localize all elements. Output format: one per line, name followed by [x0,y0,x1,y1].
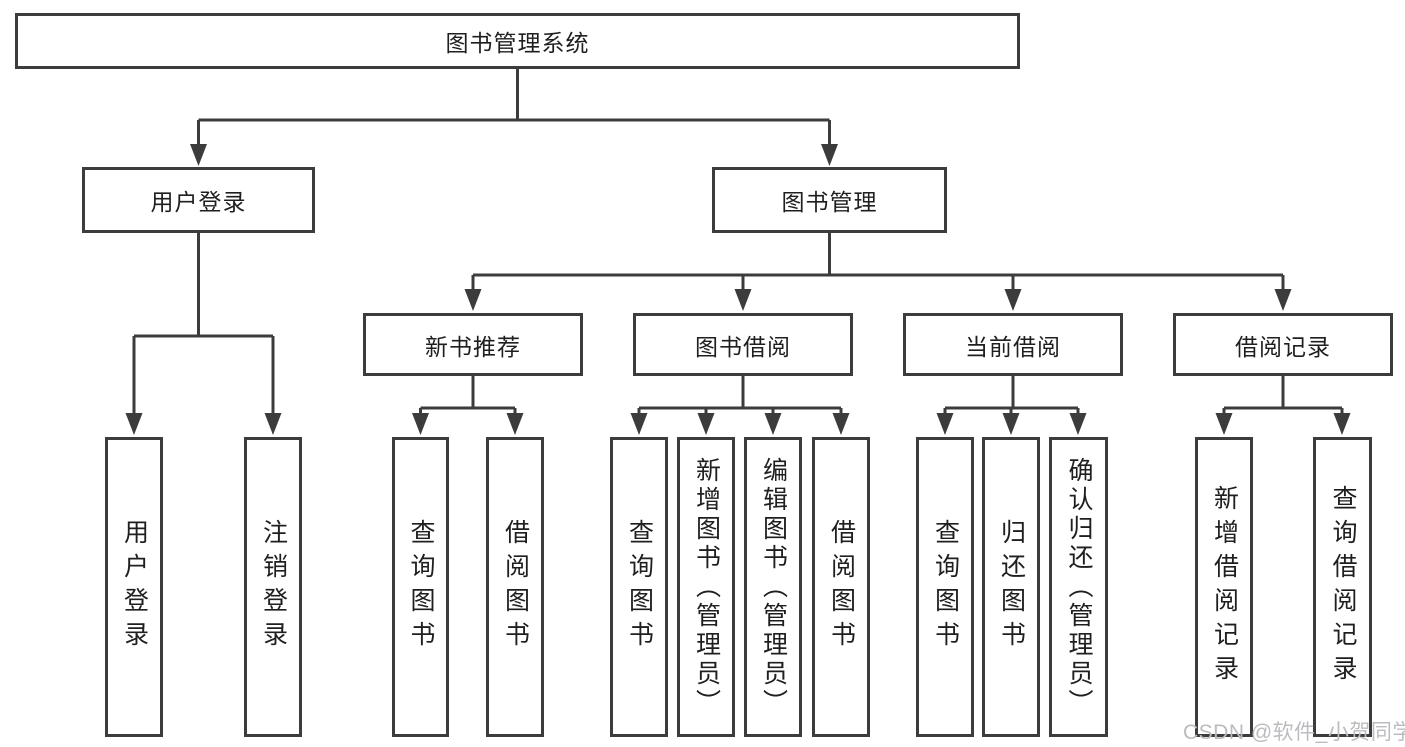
leaf-cb-query-books: 查询图书 [916,437,974,737]
connector-current-borrow-children [936,376,1087,435]
connector-root-to-level2 [190,68,838,166]
csdn-watermark: CSDN @软件_小贺同学 [1183,721,1405,744]
node-new-book-recommend: 新书推荐 [363,313,583,376]
node-book-management: 图书管理 [712,167,947,233]
connector-user-login-children [125,233,282,435]
leaf-cb-return-books: 归还图书 [982,437,1040,737]
node-borrow-records: 借阅记录 [1173,313,1393,376]
leaf-nbr-query-books: 查询图书 [392,437,449,737]
leaf-bb-edit-books-admin: 编辑图书（管理员） [744,437,802,737]
leaf-nbr-borrow-books: 借阅图书 [486,437,544,737]
node-book-borrow: 图书借阅 [633,313,853,376]
connector-book-mgmt-to-level3 [464,233,1292,311]
node-root-system: 图书管理系统 [15,13,1020,69]
node-user-login: 用户登录 [82,167,315,233]
connector-new-book-children [412,376,524,435]
leaf-bb-add-books-admin: 新增图书（管理员） [677,437,735,737]
leaf-bb-borrow-books: 借阅图书 [812,437,870,737]
leaf-br-add-record: 新增借阅记录 [1195,437,1253,737]
connector-borrow-records-children [1215,376,1351,435]
leaf-bb-query-books: 查询图书 [610,437,668,737]
node-current-borrow: 当前借阅 [903,313,1123,376]
leaf-logout: 注销登录 [244,437,302,737]
connector-book-borrow-children [630,376,850,435]
leaf-cb-confirm-return-admin: 确认归还（管理员） [1049,437,1108,737]
leaf-br-query-record: 查询借阅记录 [1313,437,1372,737]
leaf-user-login: 用户登录 [105,437,163,737]
